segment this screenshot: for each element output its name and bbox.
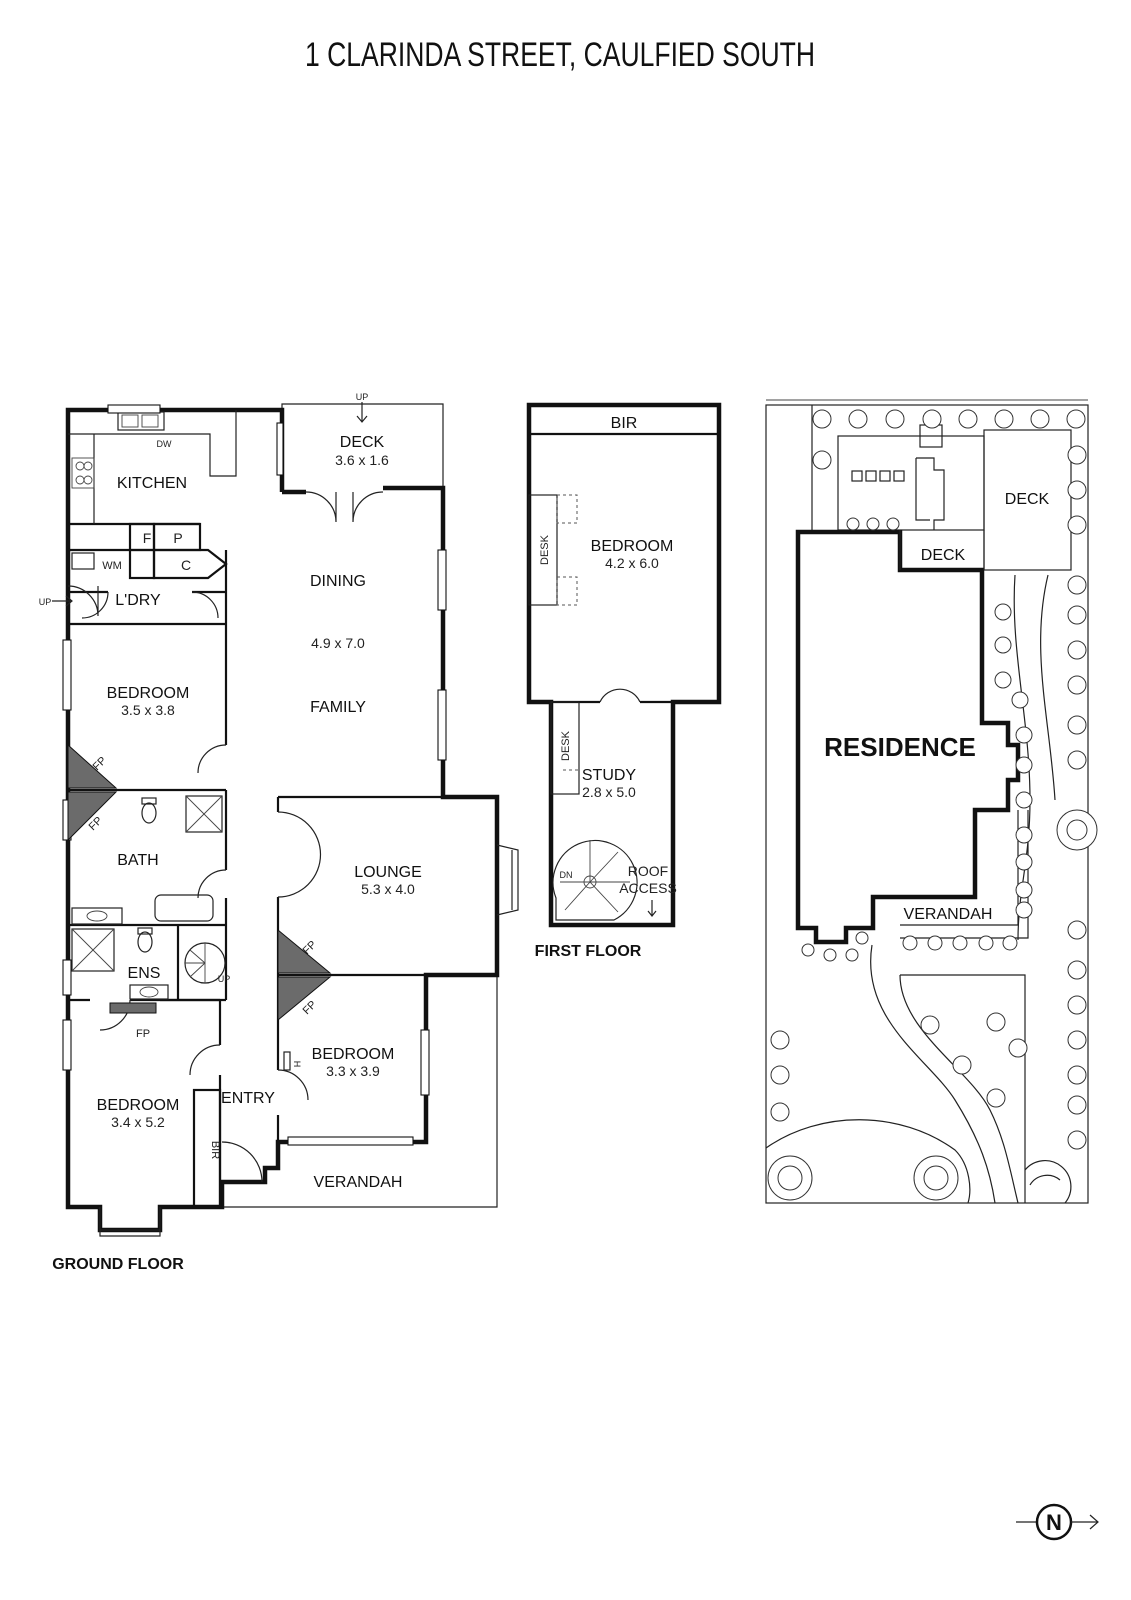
bedroom-3-label: BEDROOM	[312, 1046, 395, 1063]
site-deck-right-label: DECK	[1005, 491, 1050, 508]
site-trees	[767, 409, 1098, 1201]
verandah-label-ground: VERANDAH	[314, 1174, 403, 1191]
site-deck-bottom-label: DECK	[921, 547, 966, 564]
fridge-label: F	[143, 530, 152, 546]
laundry-label: L'DRY	[115, 592, 161, 609]
desk-label-bedroom: DESK	[539, 534, 551, 565]
bir-label-first: BIR	[611, 415, 638, 432]
site-boundary	[765, 404, 1089, 1204]
study-label: STUDY	[582, 767, 637, 784]
lounge-label: LOUNGE	[354, 864, 422, 881]
ground-floor-label: GROUND FLOOR	[52, 1256, 184, 1273]
dining-size: 4.9 x 7.0	[311, 635, 365, 651]
first-floor-outer-wall	[526, 402, 722, 928]
heater-label: H	[292, 1061, 302, 1068]
bath-label: BATH	[117, 852, 158, 869]
bedroom-1-size: 3.5 x 3.8	[121, 702, 175, 718]
compass-north-letter: N	[1046, 1510, 1062, 1535]
laundry-up-label: UP	[39, 597, 52, 607]
ground-floor-doors	[67, 491, 384, 1183]
residence-label: RESIDENCE	[824, 732, 976, 762]
site-verandah-label: VERANDAH	[904, 906, 993, 923]
bedroom-2-size: 3.4 x 5.2	[111, 1114, 165, 1130]
washing-machine-label: WM	[102, 560, 122, 572]
fireplace-label-bed3: FP	[301, 999, 319, 1017]
ground-floor-fixtures	[67, 552, 332, 1071]
entry-label: ENTRY	[221, 1090, 275, 1107]
dishwasher-label: DW	[157, 439, 172, 449]
ensuite-label: ENS	[128, 965, 161, 982]
roof-access-label-1: ROOF	[628, 863, 668, 879]
first-floor-plan: BIR BEDROOM 4.2 x 6.0 DESK DESK STUDY 2.…	[526, 402, 722, 960]
deck-size: 3.6 x 1.6	[335, 452, 389, 468]
ground-floor-arrows	[52, 402, 368, 607]
fireplace-label-ensuite: FP	[136, 1028, 150, 1040]
ground-floor-plan: KITCHEN DW F P C WM L'DRY UP UP DECK 3.6…	[39, 392, 519, 1273]
residence-outline	[795, 529, 1021, 945]
bedroom-3-size: 3.3 x 3.9	[326, 1063, 380, 1079]
deck-up-label: UP	[356, 392, 369, 402]
dining-label: DINING	[310, 573, 366, 590]
plan-title: 1 CLARINDA STREET, CAULFIED SOUTH	[305, 36, 815, 74]
lounge-size: 5.3 x 4.0	[361, 881, 415, 897]
first-bedroom-label: BEDROOM	[591, 538, 674, 555]
family-label: FAMILY	[310, 699, 366, 716]
site-plan: DECK DECK RESIDENCE VERANDAH	[765, 399, 1098, 1204]
bedroom-2-label: BEDROOM	[97, 1097, 180, 1114]
first-floor-label: FIRST FLOOR	[535, 943, 642, 960]
kitchen-benches	[68, 410, 237, 524]
verandah-outline	[222, 975, 498, 1208]
pantry-label: P	[173, 530, 182, 546]
stair-up-label: UP	[218, 974, 231, 984]
ground-floor-interior-walls	[68, 522, 443, 1209]
kitchen-label: KITCHEN	[117, 475, 187, 492]
bedroom-1-label: BEDROOM	[107, 685, 190, 702]
desk-label-study: DESK	[560, 730, 572, 761]
roof-access-label-2: ACCESS	[619, 880, 677, 896]
stair-down-label: DN	[560, 870, 573, 880]
ground-floor-outer-wall	[65, 407, 500, 1233]
deck-label: DECK	[340, 434, 385, 451]
cupboard-label: C	[181, 557, 191, 573]
first-bedroom-size: 4.2 x 6.0	[605, 555, 659, 571]
ground-floor-windows	[62, 404, 519, 1237]
study-size: 2.8 x 5.0	[582, 784, 636, 800]
bir-label-ground: BIR	[209, 1141, 221, 1159]
north-compass: N	[1016, 1503, 1099, 1541]
